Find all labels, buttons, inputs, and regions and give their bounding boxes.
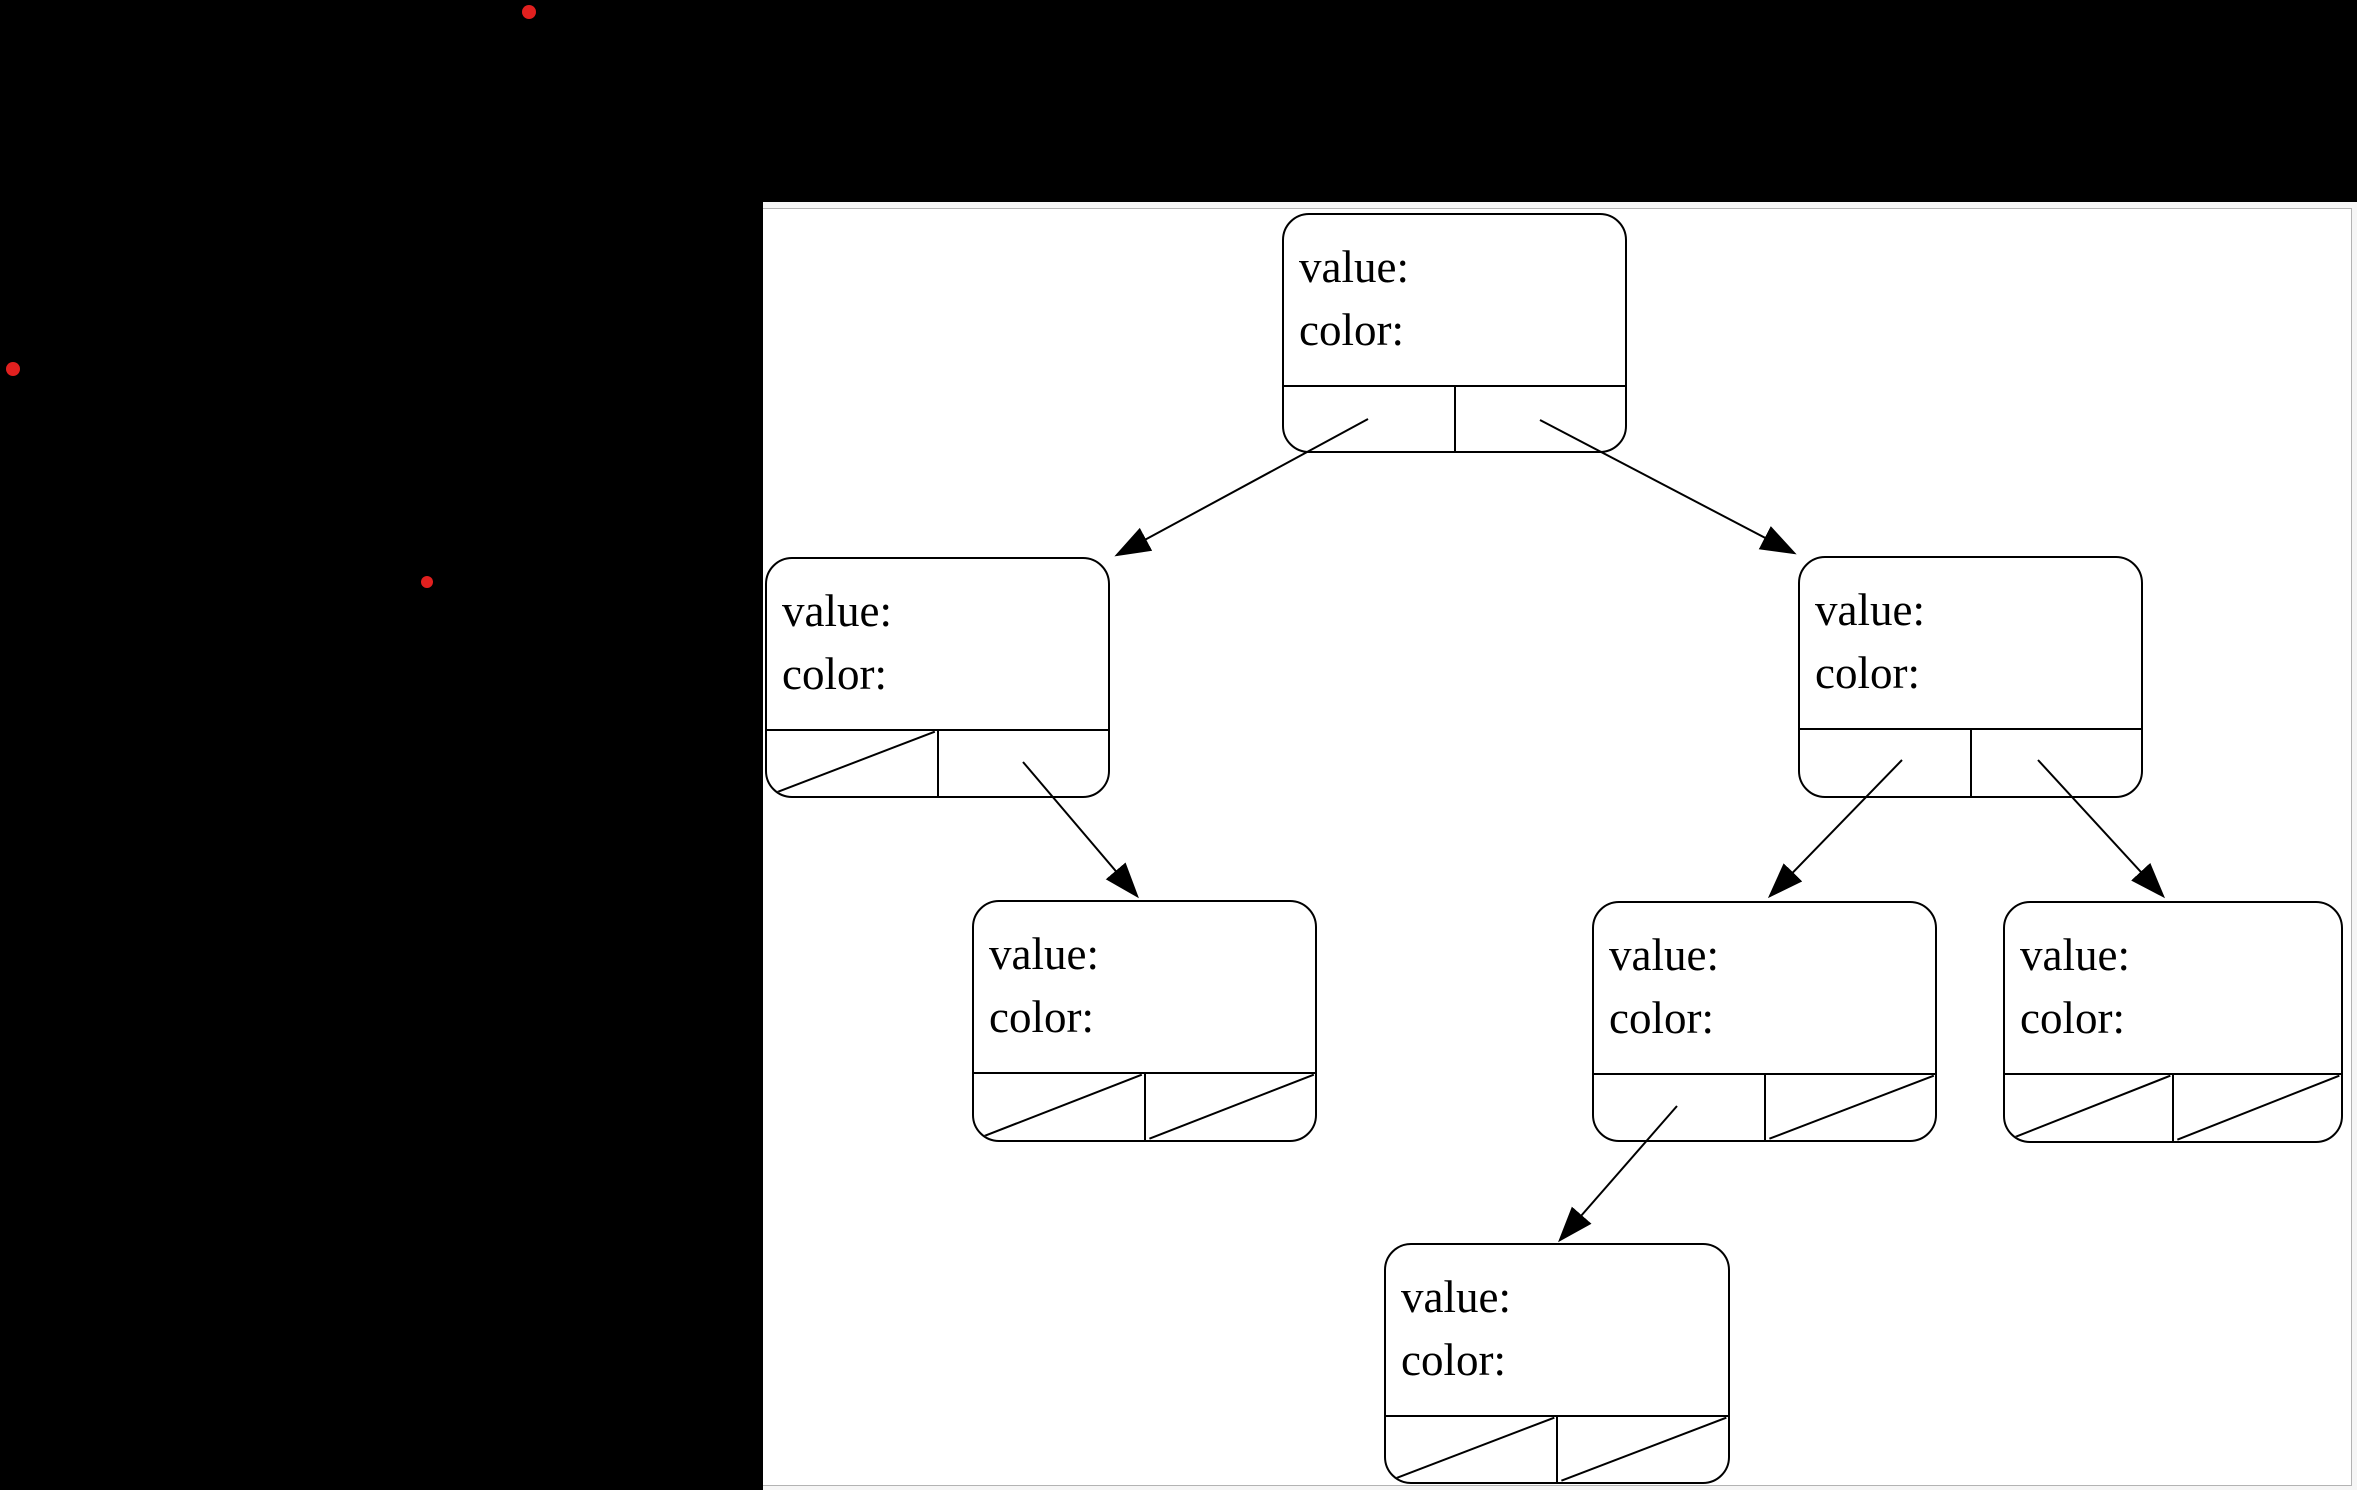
node-color-label: color: <box>1609 993 1714 1043</box>
node-color-label: color: <box>2020 993 2125 1043</box>
null-pointer-slash <box>1146 1074 1316 1140</box>
node-color-label: color: <box>989 992 1094 1042</box>
pointer-cells <box>974 1072 1315 1140</box>
tree-node-right-left: value: color: <box>1592 901 1937 1142</box>
node-labels: value: color: <box>1284 215 1625 385</box>
pointer-cells <box>1284 385 1625 451</box>
node-labels: value: color: <box>1594 903 1935 1073</box>
click-marker-dot <box>6 362 20 376</box>
right-pointer-cell <box>1558 1417 1728 1482</box>
tree-node-left-right: value: color: <box>972 900 1317 1142</box>
node-color-label: color: <box>782 649 887 699</box>
left-pointer-cell <box>767 731 939 796</box>
left-pointer-cell <box>2005 1075 2174 1141</box>
node-value-label: value: <box>1401 1272 1511 1322</box>
left-pointer-cell <box>1386 1417 1558 1482</box>
left-pointer-cell <box>974 1074 1146 1140</box>
node-value-label: value: <box>1299 242 1409 292</box>
left-pointer-cell <box>1594 1075 1766 1140</box>
right-pointer-cell <box>939 731 1109 796</box>
node-color-label: color: <box>1299 305 1404 355</box>
right-pointer-cell <box>1972 730 2142 796</box>
node-labels: value: color: <box>2005 903 2341 1073</box>
tree-node-root: value: color: <box>1282 213 1627 453</box>
node-value-label: value: <box>1815 585 1925 635</box>
null-pointer-slash <box>1386 1417 1556 1482</box>
right-pointer-cell <box>1766 1075 1936 1140</box>
node-value-label: value: <box>1609 930 1719 980</box>
right-pointer-cell <box>1456 387 1626 451</box>
tree-node-right-left-left: value: color: <box>1384 1243 1730 1484</box>
node-labels: value: color: <box>767 559 1108 729</box>
node-value-label: value: <box>989 929 1099 979</box>
click-marker-dot <box>522 5 536 19</box>
null-pointer-slash <box>2005 1075 2172 1141</box>
null-pointer-slash <box>767 731 937 796</box>
node-labels: value: color: <box>974 902 1315 1072</box>
tree-node-right-right: value: color: <box>2003 901 2343 1143</box>
node-value-label: value: <box>782 586 892 636</box>
tree-node-right: value: color: <box>1798 556 2143 798</box>
null-pointer-slash <box>1766 1075 1936 1140</box>
left-pointer-cell <box>1284 387 1456 451</box>
pointer-cells <box>1594 1073 1935 1140</box>
pointer-cells <box>767 729 1108 796</box>
null-pointer-slash <box>1558 1417 1728 1482</box>
tree-node-left: value: color: <box>765 557 1110 798</box>
click-marker-dot <box>421 576 433 588</box>
node-value-label: value: <box>2020 930 2130 980</box>
right-pointer-cell <box>1146 1074 1316 1140</box>
left-pointer-cell <box>1800 730 1972 796</box>
node-labels: value: color: <box>1800 558 2141 728</box>
node-color-label: color: <box>1401 1335 1506 1385</box>
null-pointer-slash <box>974 1074 1144 1140</box>
pointer-cells <box>1800 728 2141 796</box>
node-color-label: color: <box>1815 648 1920 698</box>
pointer-cells <box>2005 1073 2341 1141</box>
node-labels: value: color: <box>1386 1245 1728 1415</box>
right-pointer-cell <box>2174 1075 2341 1141</box>
null-pointer-slash <box>2174 1075 2341 1141</box>
pointer-cells <box>1386 1415 1728 1482</box>
